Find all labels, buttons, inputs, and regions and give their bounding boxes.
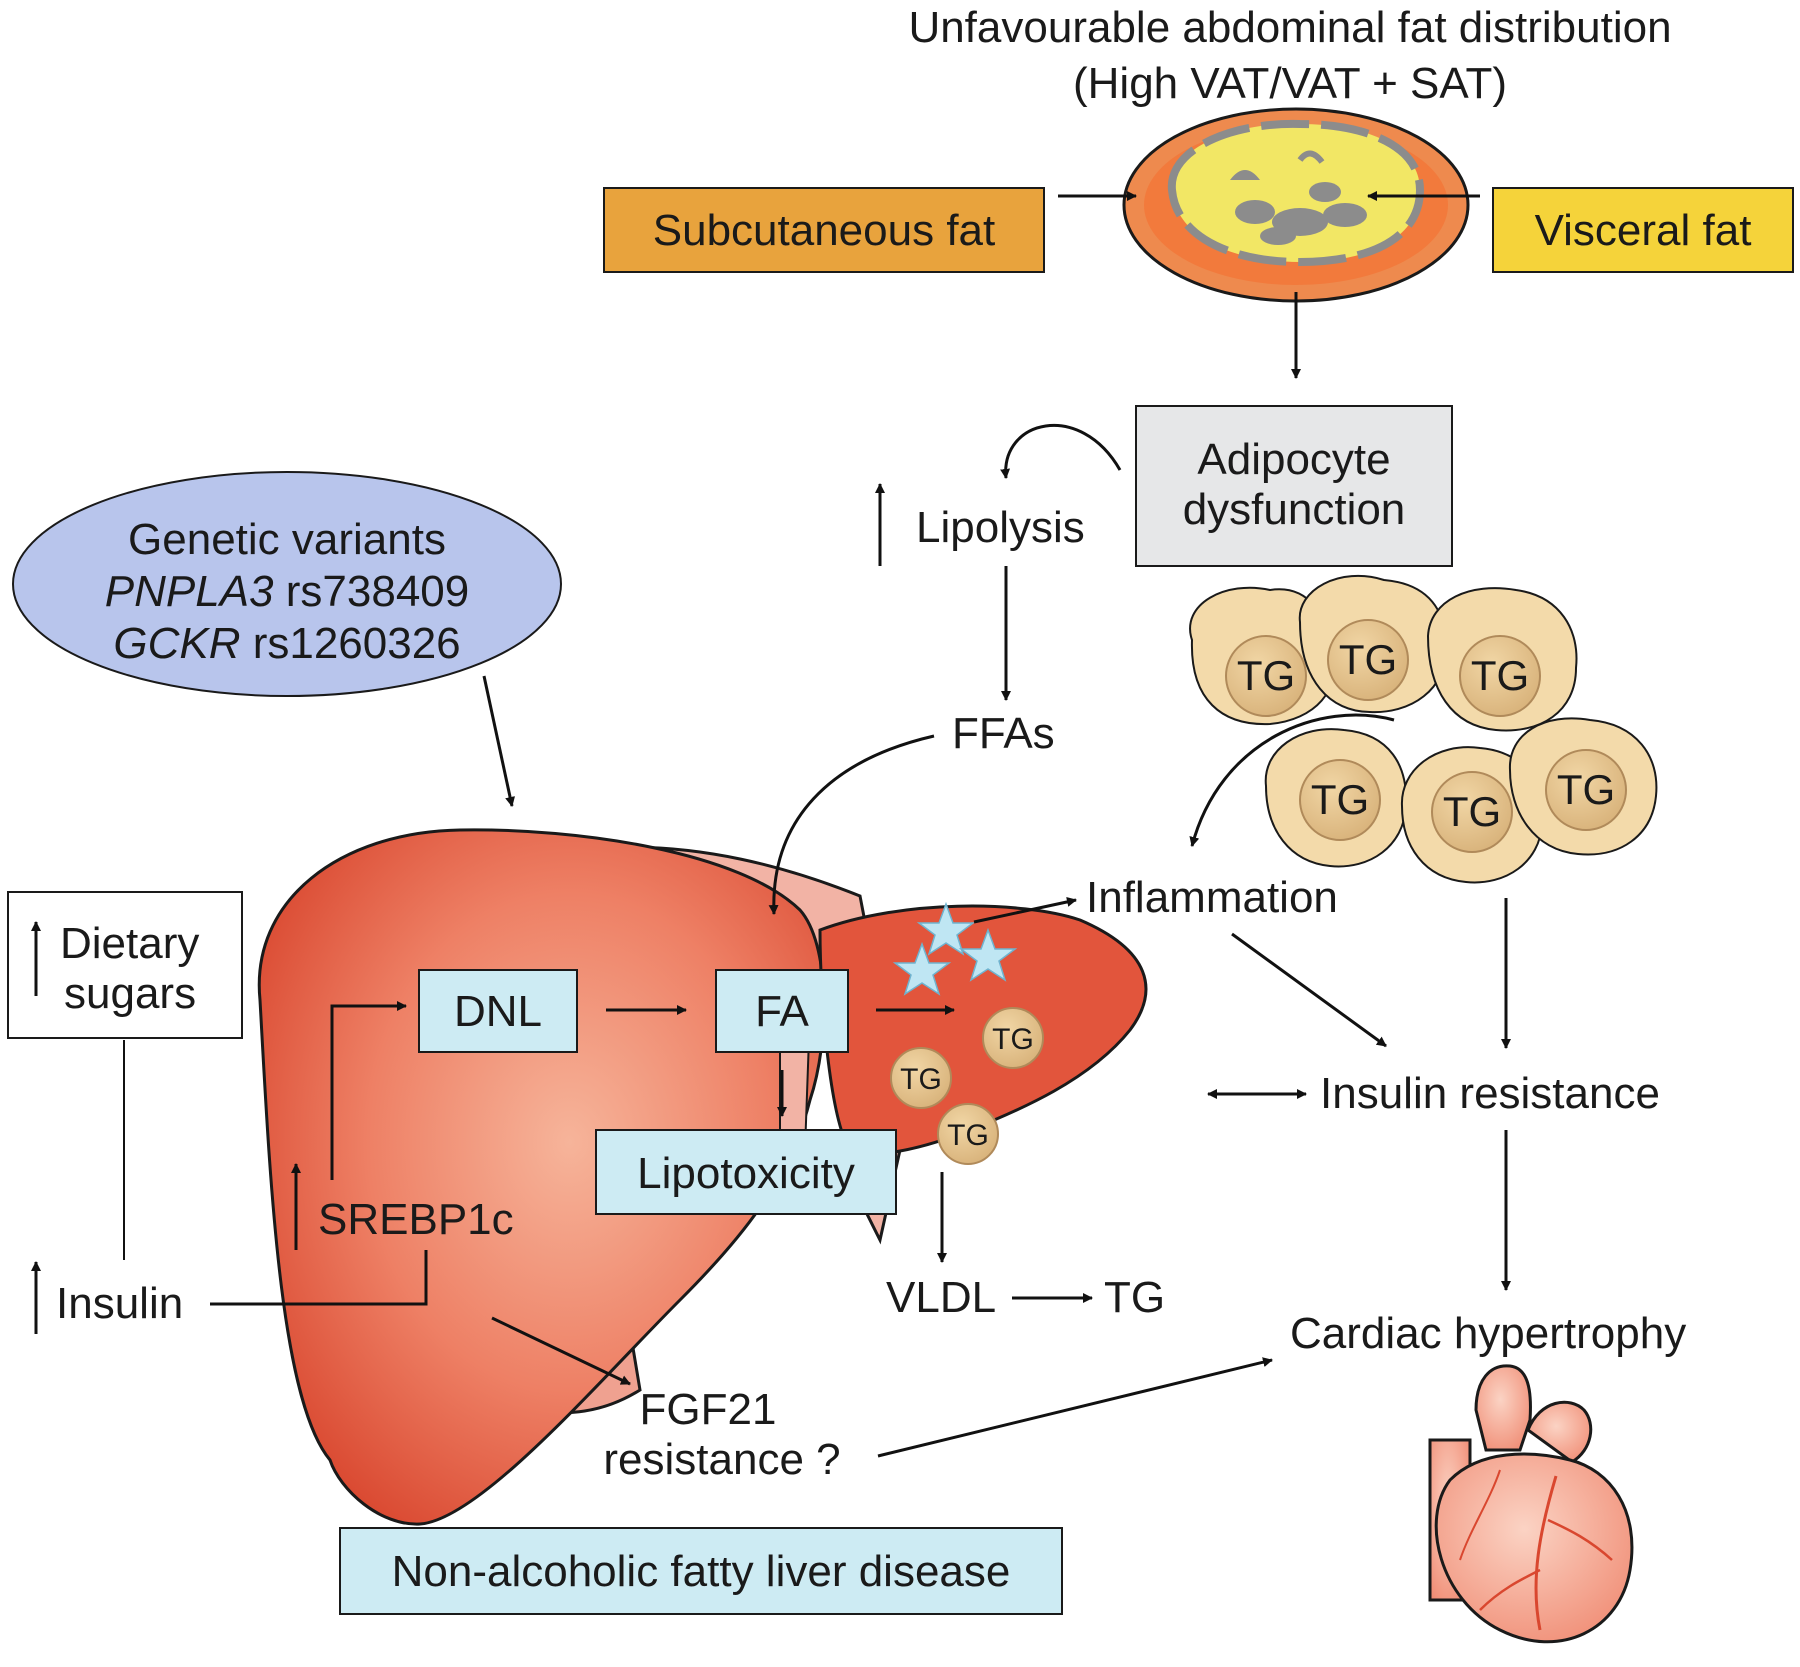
arrow-fgf21-cardiac — [877, 1357, 1273, 1458]
nafld-label: Non-alcoholic fatty liver disease — [392, 1547, 1011, 1596]
liver-tg-droplet-3: TG — [937, 1103, 999, 1165]
liver-tg-droplet-1: TG — [982, 1007, 1044, 1069]
adipocyte-tg-6: TG — [1545, 749, 1627, 831]
dietary-label-line1: Dietary — [60, 919, 199, 968]
svg-text:TG: TG — [1471, 652, 1529, 699]
srebp1c-label: SREBP1c — [318, 1195, 514, 1244]
svg-text:TG: TG — [992, 1023, 1034, 1056]
vldl-label: VLDL — [886, 1273, 996, 1322]
arrow-stars-inflammation — [973, 897, 1077, 924]
adipocyte-cells — [1189, 575, 1658, 884]
fgf21-label-line1: FGF21 — [640, 1385, 777, 1434]
arrow-to-lipolysis — [1000, 424, 1122, 479]
nafld-box: Non-alcoholic fatty liver disease — [339, 1527, 1063, 1615]
svg-text:TG: TG — [900, 1063, 942, 1096]
figure-title-line2: (High VAT/VAT + SAT) — [1073, 59, 1507, 108]
dnl-label: DNL — [454, 987, 542, 1036]
insulin-resistance-label: Insulin resistance — [1320, 1069, 1660, 1118]
insulin-label: Insulin — [56, 1279, 183, 1328]
svg-text:TG: TG — [1339, 636, 1397, 683]
adipocyte-label-line2: dysfunction — [1183, 485, 1406, 534]
heart-icon — [1428, 1364, 1634, 1644]
inflammation-label: Inflammation — [1086, 873, 1338, 922]
subcutaneous-fat-box: Subcutaneous fat — [603, 187, 1045, 273]
arrow-genetic-liver — [482, 675, 515, 807]
dnl-box: DNL — [418, 969, 578, 1053]
svg-text:TG: TG — [1311, 776, 1369, 823]
ffas-label: FFAs — [952, 709, 1055, 758]
insulin-srebp1c-line — [210, 1250, 428, 1306]
svg-text:TG: TG — [1237, 652, 1295, 699]
lipolysis-label: Lipolysis — [916, 503, 1085, 552]
adipocyte-tg-4: TG — [1299, 759, 1381, 841]
adipocyte-tg-2: TG — [1327, 619, 1409, 701]
genetic-variant-1: PNPLA3 rs738409 — [105, 567, 469, 616]
lipotoxicity-box: Lipotoxicity — [595, 1129, 897, 1215]
abdominal-cross-section — [1122, 107, 1470, 303]
dietary-label-line2: sugars — [64, 969, 196, 1018]
inflammation-stars — [892, 901, 1018, 996]
genetic-variants-ellipse: Genetic variants PNPLA3 rs738409 GCKR rs… — [12, 471, 562, 697]
dietary-sugars-box: Dietary sugars — [7, 891, 243, 1039]
visceral-fat-label: Visceral fat — [1535, 206, 1752, 255]
fa-label: FA — [755, 987, 809, 1036]
arrow-adipocytes-inflammation — [1189, 713, 1395, 847]
adipocyte-tg-5: TG — [1431, 771, 1513, 853]
adipocyte-dysfunction-box: Adipocyte dysfunction — [1135, 405, 1453, 567]
vldl-tg-label: TG — [1104, 1273, 1165, 1322]
liver-tg-droplet-2: TG — [890, 1047, 952, 1109]
adipocyte-label-line1: Adipocyte — [1197, 435, 1390, 484]
arrow-ffas-liver — [768, 734, 935, 915]
svg-text:TG: TG — [1443, 788, 1501, 835]
adipocyte-tg-1: TG — [1225, 635, 1307, 717]
figure-title-line1: Unfavourable abdominal fat distribution — [908, 3, 1671, 52]
arrow-liver-fgf21 — [491, 1316, 631, 1386]
visceral-fat-box: Visceral fat — [1492, 187, 1794, 273]
fa-box: FA — [715, 969, 849, 1053]
svg-text:TG: TG — [1557, 766, 1615, 813]
fgf21-label-line2: resistance ? — [603, 1435, 840, 1484]
genetic-variant-2: GCKR rs1260326 — [113, 619, 460, 668]
lipotoxicity-label: Lipotoxicity — [637, 1149, 855, 1198]
genetic-title: Genetic variants — [128, 515, 446, 564]
subcutaneous-fat-label: Subcutaneous fat — [653, 206, 995, 255]
svg-text:TG: TG — [947, 1119, 989, 1152]
arrow-inflammation-ir — [1231, 932, 1387, 1048]
adipocyte-tg-3: TG — [1459, 635, 1541, 717]
arrow-srebp1c-dnl — [330, 1001, 407, 1180]
cardiac-hypertrophy-label: Cardiac hypertrophy — [1290, 1309, 1686, 1358]
